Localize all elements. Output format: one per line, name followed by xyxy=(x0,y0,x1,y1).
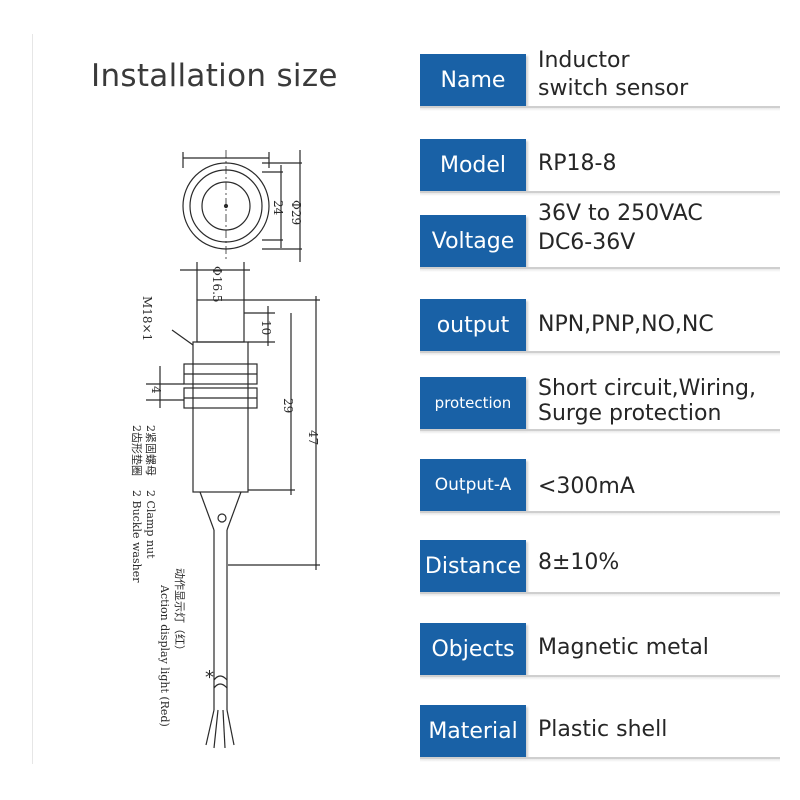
spec-value-line: <300mA xyxy=(538,474,635,499)
spec-row-output-a: Output-A <300mA xyxy=(420,451,780,516)
note-action: Action display light (Red) xyxy=(158,584,171,727)
spec-label: Model xyxy=(420,139,526,191)
spec-row-protection: protection Short circuit,Wiring, Surge p… xyxy=(420,369,780,434)
spec-divider xyxy=(420,511,780,516)
spec-value-line: NPN,PNP,NO,NC xyxy=(538,312,714,337)
note-buckle-cn: 2齿形垫圈 xyxy=(130,425,144,476)
spec-label: Voltage xyxy=(420,215,526,267)
dim-29-label: 29 xyxy=(281,398,295,413)
spec-value-line: DC6-36V xyxy=(538,230,636,255)
spec-value-line: Magnetic metal xyxy=(538,635,709,660)
spec-value-line: Plastic shell xyxy=(538,717,668,742)
spec-row-voltage: Voltage 36V to 250VAC DC6-36V xyxy=(420,202,780,272)
spec-value-line: Short circuit,Wiring, xyxy=(538,376,757,401)
spec-value-line: Surge protection xyxy=(538,401,722,426)
spec-value-line: Inductor xyxy=(538,48,630,73)
spec-label: Distance xyxy=(420,540,526,592)
spec-divider xyxy=(420,675,780,680)
installation-drawing: Φ29 24 Φ16.5 M18×1 4 10 29 47 2紧固螺母 2 Cl… xyxy=(130,150,320,749)
spec-row-distance: Distance 8±10% xyxy=(420,532,780,597)
spec-label: Output-A xyxy=(420,459,526,511)
note-action-cn: 动作显示灯（红） xyxy=(173,568,186,656)
dim-nut-label: 4 xyxy=(149,386,163,394)
spec-divider xyxy=(420,267,780,272)
sensor-body xyxy=(192,341,249,493)
spec-row-material: Material Plastic shell xyxy=(420,697,780,762)
led-indicator xyxy=(217,513,227,523)
spec-label: Material xyxy=(420,705,526,757)
spec-divider xyxy=(420,757,780,762)
spec-label: output xyxy=(420,299,526,351)
note-clamp: 2 Clamp nut xyxy=(144,490,157,559)
spec-value-line: switch sensor xyxy=(538,76,689,101)
page-title: Installation size xyxy=(91,58,338,94)
dim-10-label: 10 xyxy=(259,320,273,335)
page-border xyxy=(32,34,33,764)
note-buckle: 2 Buckle washer xyxy=(130,490,143,583)
spec-row-objects: Objects Magnetic metal xyxy=(420,615,780,680)
spec-row-output: output NPN,PNP,NO,NC xyxy=(420,291,780,356)
spec-label: Name xyxy=(420,54,526,106)
note-clamp-cn: 2紧固螺母 xyxy=(144,425,157,476)
dim-47-label: 47 xyxy=(306,430,320,445)
dim-outer-label: Φ29 xyxy=(289,200,303,225)
sensor-head xyxy=(196,299,245,343)
spec-value-line: 8±10% xyxy=(538,550,620,575)
spec-divider xyxy=(420,351,780,356)
asterisk-mark: * xyxy=(205,667,214,688)
spec-row-model: Model RP18-8 xyxy=(420,131,780,196)
spec-divider xyxy=(420,191,780,196)
spec-row-name: Name Inductor switch sensor xyxy=(420,46,780,111)
dim-thread-label: M18×1 xyxy=(140,296,154,341)
dim-body-label: Φ16.5 xyxy=(210,266,224,303)
spec-divider xyxy=(420,106,780,111)
spec-value-line: RP18-8 xyxy=(538,151,617,176)
spec-label: Objects xyxy=(420,623,526,675)
spec-value-line: 36V to 250VAC xyxy=(538,201,703,226)
spec-label: protection xyxy=(420,377,526,429)
spec-divider xyxy=(420,429,780,434)
dim-inner-label: 24 xyxy=(271,200,285,216)
spec-divider xyxy=(420,592,780,597)
